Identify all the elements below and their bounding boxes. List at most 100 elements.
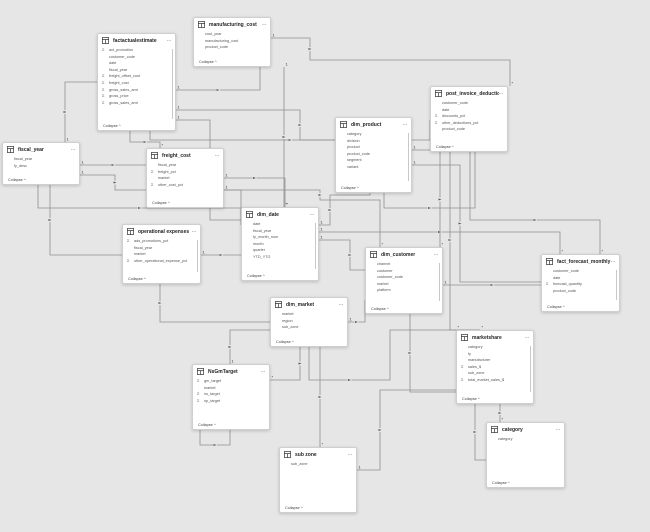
scrollbar[interactable] xyxy=(529,346,531,392)
more-options-icon[interactable]: ··· xyxy=(347,451,353,458)
relationship-line[interactable] xyxy=(469,152,601,254)
relationship-line[interactable] xyxy=(270,347,301,381)
field-item[interactable]: quarter xyxy=(253,248,266,253)
table-header[interactable]: dim_market ··· xyxy=(271,298,347,311)
field-item[interactable]: category xyxy=(498,437,513,441)
relationship-line[interactable] xyxy=(224,177,286,207)
table-header[interactable]: marketshare ··· xyxy=(457,331,533,344)
field-item[interactable]: customer xyxy=(377,268,393,273)
scrollbar[interactable] xyxy=(196,240,198,272)
more-options-icon[interactable]: ··· xyxy=(433,251,439,258)
more-options-icon[interactable]: ··· xyxy=(498,90,504,97)
more-options-icon[interactable]: ··· xyxy=(166,37,172,44)
collapse-button[interactable]: Collapse ^ xyxy=(276,340,294,344)
field-item[interactable]: market xyxy=(282,312,294,316)
table-card-dim-customer[interactable]: dim_customer ··· channel customer custom… xyxy=(365,247,443,314)
field-item[interactable]: fiscal_year xyxy=(14,157,33,161)
field-item[interactable]: date xyxy=(253,222,261,226)
field-item[interactable]: fy_month_num xyxy=(253,235,279,240)
scrollbar[interactable] xyxy=(615,270,617,300)
field-item[interactable]: platform xyxy=(377,288,391,293)
scrollbar[interactable] xyxy=(438,263,440,301)
scrollbar[interactable] xyxy=(171,49,173,119)
more-options-icon[interactable]: ··· xyxy=(260,368,266,375)
relationship-line[interactable] xyxy=(49,185,122,256)
table-card-dim-date[interactable]: dim_date ··· date fiscal_year fy_month_n… xyxy=(241,207,319,281)
table-header[interactable]: factactualestimate ··· xyxy=(98,34,175,47)
collapse-button[interactable]: Collapse ^ xyxy=(128,277,146,281)
field-item[interactable]: sub_zone xyxy=(282,325,299,330)
field-item[interactable]: product_code xyxy=(205,45,229,50)
table-card-post-invoice-deductions[interactable]: post_invoice_deductions ··· customer_cod… xyxy=(430,86,508,152)
field-item[interactable]: month xyxy=(253,241,264,246)
field-item[interactable]: manufacturing_cost xyxy=(205,38,239,43)
relationship-line[interactable] xyxy=(159,284,270,323)
field-item[interactable]: manufacturer xyxy=(468,358,491,363)
field-item[interactable]: fiscal_year xyxy=(253,228,272,233)
relationship-line[interactable] xyxy=(357,389,456,471)
field-item[interactable]: fy_desc xyxy=(14,163,28,168)
field-item[interactable]: customer_code xyxy=(442,101,468,105)
relationship-line[interactable] xyxy=(64,81,97,142)
table-card-fact-forecast-monthly[interactable]: fact_forecast_monthly ··· customer_code … xyxy=(541,254,620,312)
field-item[interactable]: sub_zone xyxy=(468,371,485,376)
field-item[interactable]: division xyxy=(347,138,360,143)
table-header[interactable]: freight_cost ··· xyxy=(147,149,223,162)
table-card-manufacturing-cost[interactable]: manufacturing_cost ··· cost_year manufac… xyxy=(193,17,271,67)
field-item[interactable]: customer_code xyxy=(109,54,135,59)
collapse-button[interactable]: Collapse ^ xyxy=(462,397,480,401)
collapse-button[interactable]: Collapse ^ xyxy=(436,145,454,149)
more-options-icon[interactable]: ··· xyxy=(191,228,197,235)
table-header[interactable]: category ··· xyxy=(487,423,564,436)
relationship-line[interactable] xyxy=(224,189,381,247)
field-item[interactable]: fiscal_year xyxy=(134,245,153,250)
collapse-button[interactable]: Collapse ^ xyxy=(285,506,303,510)
collapse-button[interactable]: Collapse ^ xyxy=(198,423,216,427)
field-item[interactable]: product xyxy=(347,145,360,150)
relationship-line[interactable] xyxy=(129,131,161,148)
field-item[interactable]: sub_zone xyxy=(291,462,308,466)
table-header[interactable]: sub zone ··· xyxy=(280,448,356,461)
table-header[interactable]: dim_date ··· xyxy=(242,208,318,221)
field-item[interactable]: date xyxy=(553,275,561,280)
collapse-button[interactable]: Collapse ^ xyxy=(371,307,389,311)
table-card-dim-market[interactable]: dim_market ··· market region sub_zone Co… xyxy=(270,297,348,347)
field-item[interactable]: product_code xyxy=(442,127,466,132)
relationship-line[interactable] xyxy=(319,239,365,271)
table-header[interactable]: dim_product ··· xyxy=(336,118,411,131)
scrollbar[interactable] xyxy=(407,133,409,181)
table-card-category[interactable]: category ··· category Collapse ^ xyxy=(486,422,565,488)
relationship-line[interactable] xyxy=(474,404,486,461)
field-item[interactable]: customer_code xyxy=(377,275,403,280)
relationship-line[interactable] xyxy=(176,67,261,91)
table-card-marketshare[interactable]: marketshare ··· category fy manufacturer… xyxy=(456,330,534,404)
more-options-icon[interactable]: ··· xyxy=(70,146,76,153)
field-item[interactable]: category xyxy=(347,132,362,136)
table-header[interactable]: manufacturing_cost ··· xyxy=(194,18,270,31)
relationship-line[interactable] xyxy=(319,193,371,226)
relationship-line[interactable] xyxy=(319,231,561,254)
relationship-line[interactable] xyxy=(199,430,231,446)
scrollbar[interactable] xyxy=(314,223,316,269)
relationship-line[interactable] xyxy=(409,314,456,393)
field-item[interactable]: fiscal_year xyxy=(109,67,128,72)
collapse-button[interactable]: Collapse ^ xyxy=(492,481,510,485)
relationship-line[interactable] xyxy=(271,37,511,86)
table-header[interactable]: operational expenses ··· xyxy=(123,225,200,238)
